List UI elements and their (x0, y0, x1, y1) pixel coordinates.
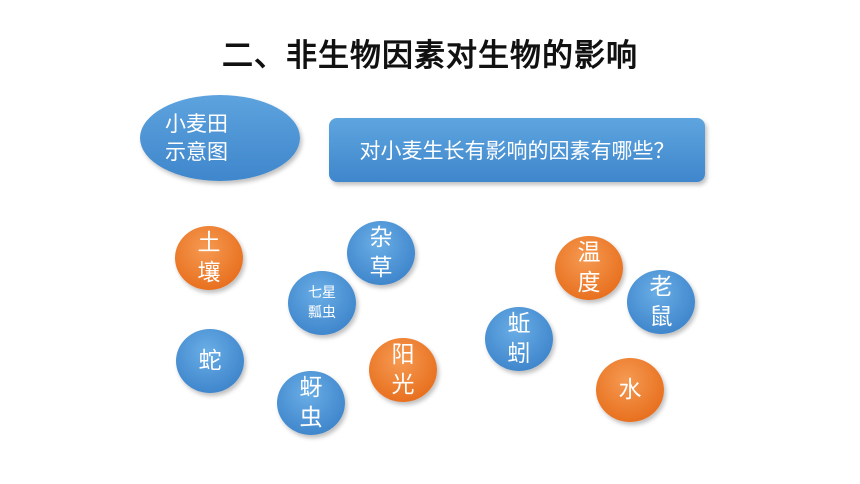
question-text: 对小麦生长有影响的因素有哪些？ (359, 139, 675, 163)
question-box: 对小麦生长有影响的因素有哪些？ (329, 118, 705, 182)
factor-bubble-ladybug: 七星瓢虫 (288, 271, 356, 335)
factor-bubble-earthworm: 蚯蚓 (485, 307, 553, 371)
wheat-field-diagram-label: 小麦田示意图 (140, 95, 300, 181)
factor-bubble-mouse: 老鼠 (627, 270, 695, 334)
factor-label-snake: 蛇 (198, 348, 222, 374)
factor-bubble-weed: 杂草 (347, 221, 415, 285)
factor-bubble-aphid: 蚜虫 (277, 371, 345, 435)
factor-bubble-water: 水 (596, 358, 664, 422)
factor-label-earthworm: 蚯蚓 (507, 311, 531, 367)
factor-bubble-soil: 土壤 (175, 226, 243, 290)
factor-label-temperature: 温度 (577, 240, 601, 296)
factor-label-mouse: 老鼠 (649, 274, 673, 330)
factor-label-ladybug: 七星瓢虫 (308, 285, 336, 321)
factor-label-water: 水 (618, 377, 642, 403)
factor-bubble-snake: 蛇 (176, 329, 244, 393)
factor-bubble-temperature: 温度 (555, 236, 623, 300)
factor-label-sunlight: 阳光 (391, 342, 415, 398)
wheat-field-diagram-text: 小麦田示意图 (165, 112, 228, 164)
factor-label-soil: 土壤 (197, 230, 221, 286)
factor-bubble-sunlight: 阳光 (369, 338, 437, 402)
slide-title: 二、非生物因素对生物的影响 (222, 38, 638, 74)
factor-label-aphid: 蚜虫 (299, 375, 323, 431)
factor-label-weed: 杂草 (369, 225, 393, 281)
